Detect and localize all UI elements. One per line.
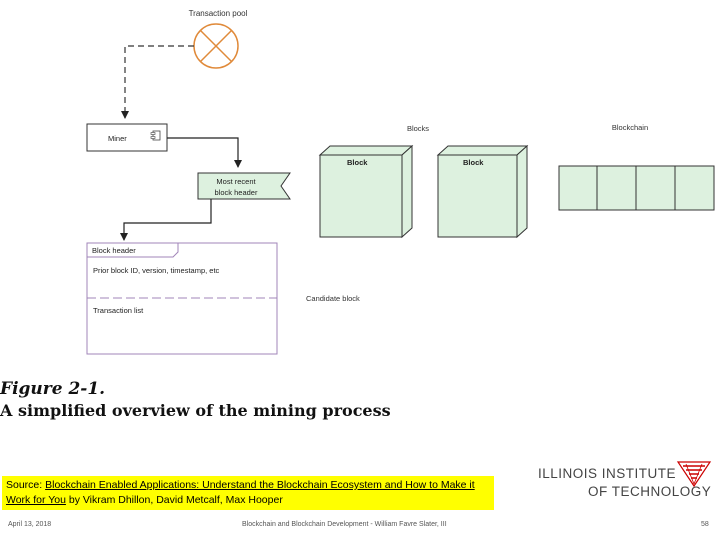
source-prefix: Source: <box>6 479 46 491</box>
iit-logo: ILLINOIS INSTITUTE OF TECHNOLOGY <box>536 456 716 506</box>
component-icon <box>152 130 161 141</box>
most-recent-header-shape <box>197 172 291 200</box>
logo-line2: OF TECHNOLOGY <box>588 484 712 499</box>
mining-process-diagram: Transaction pool Miner Most recent block… <box>86 9 715 355</box>
figure-caption: Figure 2-1. A simplified overview of the… <box>0 378 440 422</box>
miner-box <box>86 123 168 152</box>
block-label-1: Block <box>347 158 368 167</box>
miner-to-header-arrow <box>167 137 242 168</box>
footer-course: Blockchain and Blockchain Development - … <box>242 521 447 528</box>
logo-line1: ILLINOIS INSTITUTE <box>538 466 677 481</box>
source-authors: by Vikram Dhillon, David Metcalf, Max Ho… <box>65 494 283 506</box>
footer-page-number: 58 <box>701 521 709 528</box>
miner-label: Miner <box>108 134 127 143</box>
blockchain-label: Blockchain <box>612 123 648 132</box>
blocks-label: Blocks <box>407 124 429 133</box>
most-recent-label-line2: block header <box>215 188 258 197</box>
header-to-candidate-arrow <box>120 199 212 241</box>
source-citation: Source: Blockchain Enabled Applications:… <box>2 476 494 510</box>
footer-date: April 13, 2018 <box>8 521 52 528</box>
figure-number: Figure 2-1. <box>0 379 106 399</box>
block-cube-1 <box>318 144 414 239</box>
candidate-block-label: Candidate block <box>306 294 360 303</box>
candidate-block <box>86 242 278 355</box>
block-cube-2 <box>436 144 529 239</box>
transaction-pool-icon <box>193 23 239 69</box>
block-header-label: Block header <box>92 246 136 255</box>
transaction-list-label: Transaction list <box>93 306 144 315</box>
figure-description: A simplified overview of the mining proc… <box>0 401 391 420</box>
iit-logo-mark-icon <box>676 461 712 488</box>
transaction-pool-label: Transaction pool <box>189 9 248 18</box>
block-header-fields: Prior block ID, version, timestamp, etc <box>93 266 220 275</box>
blockchain-segments <box>558 165 715 211</box>
pool-to-miner-arrow <box>121 45 194 119</box>
block-label-2: Block <box>463 158 484 167</box>
most-recent-label-line1: Most recent <box>216 177 256 186</box>
source-title: Blockchain Enabled Applications: Underst… <box>6 479 475 506</box>
